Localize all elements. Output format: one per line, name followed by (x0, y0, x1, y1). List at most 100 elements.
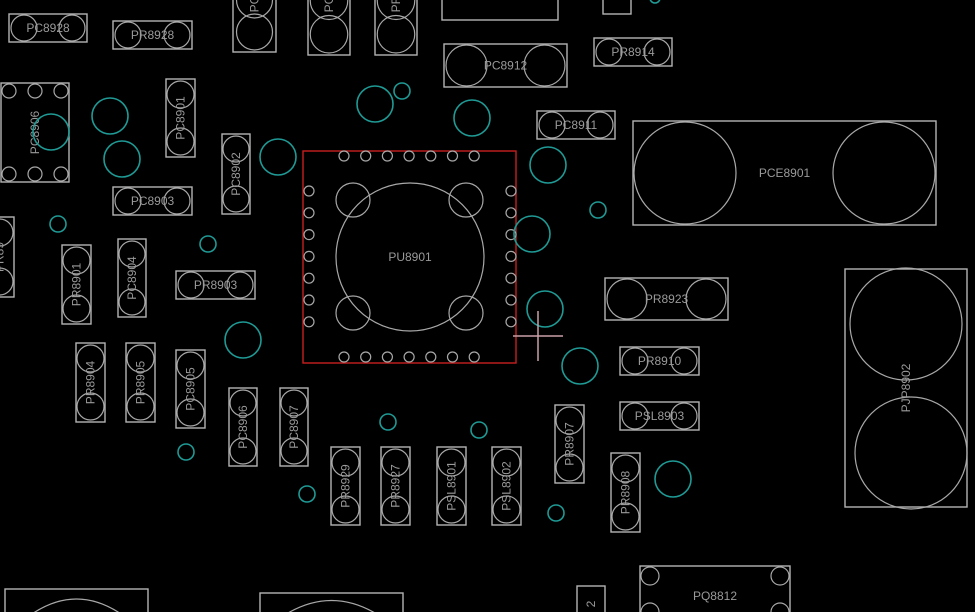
pad (832, 121, 936, 225)
component-pc8912[interactable]: PC8912 (443, 43, 568, 88)
via (589, 201, 607, 219)
component-pr8905[interactable]: PR8905 (125, 342, 156, 423)
component-pr8908[interactable]: PR8908 (610, 452, 641, 533)
pad (303, 316, 315, 328)
pad (62, 246, 91, 275)
component-label: PR8905 (134, 360, 148, 404)
pad (126, 392, 155, 421)
component-label: PC (248, 0, 262, 12)
pad (303, 185, 315, 197)
component-psl8902[interactable]: PSL8902 (491, 446, 522, 526)
component-pc8928[interactable]: PC8928 (8, 13, 88, 43)
pad (403, 351, 415, 363)
component-pc8911[interactable]: PC8911 (536, 110, 616, 140)
component-label: PC8905 (184, 367, 198, 411)
via (561, 347, 599, 385)
pad (505, 294, 517, 306)
component-unlabeled[interactable] (441, 0, 559, 21)
component-label: PR89 (0, 242, 7, 272)
component-pc8907[interactable]: PC8907 (279, 387, 309, 467)
via (103, 140, 141, 178)
component-psl8901[interactable]: PSL8901 (436, 446, 467, 526)
pad (445, 44, 488, 87)
via (513, 215, 551, 253)
pad (468, 150, 480, 162)
component-top_a[interactable]: PC (232, 0, 277, 53)
pad (176, 351, 205, 380)
pad (376, 14, 416, 54)
component-unlabeled[interactable] (4, 588, 149, 612)
pad (381, 495, 410, 524)
pad (360, 351, 372, 363)
pad (505, 272, 517, 284)
component-pr8928[interactable]: PR8928 (112, 20, 193, 50)
pad (114, 187, 142, 215)
component-pu8901[interactable]: PU8901 (302, 150, 517, 364)
pad (381, 351, 393, 363)
pad (229, 389, 257, 417)
pad (335, 182, 485, 332)
component-pc8906[interactable]: PC8906 (0, 82, 70, 183)
pad (222, 135, 250, 163)
component-unlabeled[interactable] (259, 592, 404, 612)
component-pjp8902[interactable]: PJP8902 (844, 267, 968, 510)
pad (446, 150, 459, 162)
component-top_c[interactable]: PR (374, 0, 418, 56)
component-bottom_2[interactable]: 2 (576, 585, 606, 612)
pad (611, 502, 640, 531)
component-label: PC8901 (174, 96, 188, 140)
component-pc8903[interactable]: PC8903 (112, 186, 193, 216)
pad (53, 166, 69, 182)
pad (437, 448, 466, 477)
pad (235, 13, 274, 51)
pad (606, 278, 648, 320)
pad (1, 83, 17, 99)
component-pr8904[interactable]: PR8904 (75, 342, 106, 423)
pad (770, 566, 790, 586)
pad (621, 347, 649, 375)
component-top_b[interactable]: PC (307, 0, 351, 56)
pad (338, 351, 350, 363)
pad (0, 218, 14, 247)
component-pc8905[interactable]: PC8905 (175, 349, 206, 429)
pad (280, 389, 308, 417)
component-pc8902[interactable]: PC8902 (221, 133, 251, 215)
pad (76, 344, 105, 373)
component-pr8907[interactable]: PR8907 (554, 404, 585, 484)
component-pr8910[interactable]: PR8910 (619, 346, 700, 376)
component-label: PC8928 (26, 21, 70, 35)
component-pq8812[interactable]: PQ8812 (639, 565, 791, 612)
component-label: PC8904 (125, 256, 139, 300)
pad (640, 602, 660, 612)
pad (621, 402, 649, 430)
component-edge_left[interactable]: PR89 (0, 216, 15, 298)
component-unlabeled[interactable] (602, 0, 632, 15)
pad (303, 272, 315, 284)
pad (176, 398, 205, 427)
component-pc8906b[interactable]: PC8906 (228, 387, 258, 467)
component-pr8903[interactable]: PR8903 (175, 270, 256, 300)
component-pce8901[interactable]: PCE8901 (632, 120, 937, 226)
pad (303, 229, 315, 241)
pad (62, 294, 91, 323)
component-label: PC (322, 0, 336, 12)
component-label: PQ8812 (693, 589, 737, 603)
component-label: PR8914 (611, 45, 655, 59)
component-pc8904[interactable]: PC8904 (117, 238, 147, 318)
component-pr8929[interactable]: PR8929 (330, 446, 361, 526)
via (91, 97, 129, 135)
pad (381, 448, 410, 477)
component-label: PR8923 (645, 292, 689, 306)
via (177, 443, 195, 461)
component-pr8923[interactable]: PR8923 (604, 277, 729, 321)
pad (376, 0, 416, 21)
pad (303, 207, 315, 219)
pad (505, 250, 517, 262)
component-pc8901[interactable]: PC8901 (165, 78, 196, 158)
component-pr8927[interactable]: PR8927 (380, 446, 411, 526)
component-pr8914[interactable]: PR8914 (593, 37, 673, 67)
pad (403, 150, 415, 162)
component-psl8903[interactable]: PSL8903 (619, 401, 700, 431)
component-pr8901[interactable]: PR8901 (61, 244, 92, 325)
